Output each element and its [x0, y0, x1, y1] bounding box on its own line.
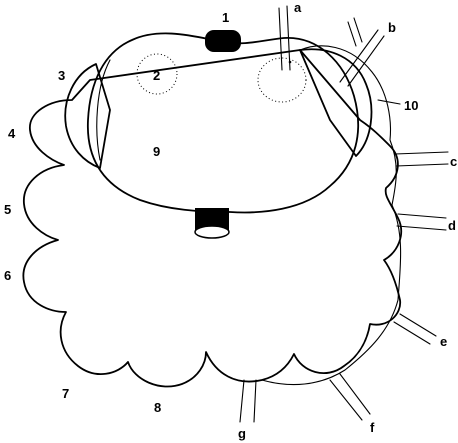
vessel-c — [395, 152, 448, 166]
label-e: e — [440, 334, 447, 349]
vessel-f — [330, 374, 370, 420]
right-shoulder-lobe — [300, 49, 371, 156]
label-6: 6 — [4, 268, 11, 283]
label-g: g — [238, 426, 246, 441]
leader-10 — [378, 100, 400, 104]
capsule-outline — [262, 46, 401, 385]
label-7: 7 — [62, 386, 69, 401]
bottom-tube — [195, 208, 229, 238]
label-5: 5 — [4, 202, 11, 217]
label-8: 8 — [154, 400, 161, 415]
label-f: f — [370, 420, 375, 435]
label-1: 1 — [222, 10, 229, 25]
label-4: 4 — [8, 126, 16, 141]
label-9: 9 — [153, 144, 160, 159]
label-3: 3 — [58, 68, 65, 83]
label-b: b — [388, 20, 396, 35]
label-c: c — [450, 154, 457, 169]
ring-dot — [289, 61, 292, 64]
vessel-e — [394, 314, 436, 344]
label-2: 2 — [153, 68, 160, 83]
vessel-g — [240, 380, 256, 422]
label-d: d — [448, 218, 456, 233]
vessel-d — [397, 214, 446, 230]
top-stalk — [205, 30, 241, 52]
label-a: a — [294, 0, 302, 15]
label-10: 10 — [404, 98, 418, 113]
